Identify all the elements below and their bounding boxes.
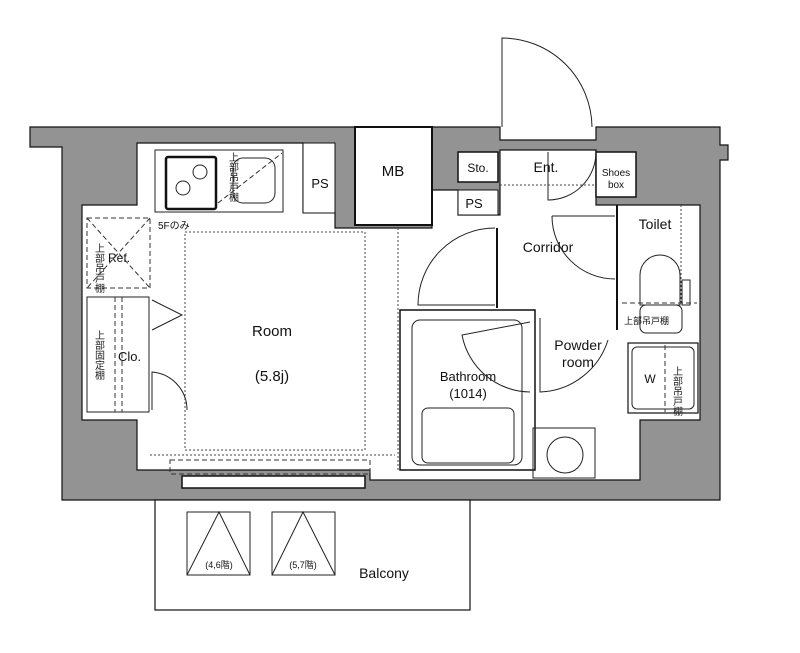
kitchen-cabinet-note: 上部吊戸棚 xyxy=(227,152,239,203)
window-sash[interactable] xyxy=(169,459,371,475)
room-door[interactable] xyxy=(417,227,496,306)
bathroom xyxy=(399,309,536,471)
ps-right-label: PS xyxy=(465,196,483,211)
closet-shelf-note: 上部固定棚 xyxy=(93,330,105,381)
bathroom-door[interactable] xyxy=(461,321,531,393)
fifth-floor-only-note: 5Fのみ xyxy=(158,221,190,232)
corridor-label: Corridor xyxy=(523,239,574,255)
balcony-unit-left-note: (4,6階) xyxy=(205,560,233,570)
closet xyxy=(86,296,150,413)
room-size: (5.8j) xyxy=(255,368,289,385)
room-floor xyxy=(184,231,366,451)
balcony-unit-right-note: (5,7階) xyxy=(289,560,317,570)
toilet-label: Toilet xyxy=(639,216,672,232)
bathroom-size: (1014) xyxy=(449,386,487,401)
bathtub-icon xyxy=(421,407,515,464)
washer-label: W xyxy=(644,372,656,386)
entrance-label: Ent. xyxy=(534,159,559,175)
burner-icon xyxy=(192,164,208,180)
toilet-tank-icon xyxy=(639,304,683,334)
powder-room-label: Powder xyxy=(554,337,602,353)
sink-icon xyxy=(232,157,276,204)
storage xyxy=(457,151,499,183)
powder-room-label: room xyxy=(562,354,594,370)
balcony-label: Balcony xyxy=(359,565,409,581)
closet-label: Clo. xyxy=(118,349,141,364)
shoes-box xyxy=(595,151,637,198)
shoes-box-label: Shoes xyxy=(602,168,630,179)
ref-cabinet-note: 上部吊戸棚 xyxy=(93,243,105,294)
window[interactable] xyxy=(181,475,366,489)
toilet-door[interactable] xyxy=(551,215,616,280)
room-label: Room xyxy=(252,323,292,340)
washer-cabinet-note: 上部吊戸棚 xyxy=(671,366,683,417)
mb-shaft xyxy=(354,126,433,226)
toilet-bowl-icon xyxy=(639,254,681,306)
kitchen-counter xyxy=(154,149,284,213)
stove-icon xyxy=(164,155,218,211)
refrigerator-label: Ref. xyxy=(108,251,130,265)
storage-label: Sto. xyxy=(467,161,488,175)
burner-icon xyxy=(175,180,191,196)
bathtub-area xyxy=(411,319,523,466)
washbasin-counter xyxy=(532,427,596,479)
refrigerator-space xyxy=(86,217,151,289)
shoes-box-label: box xyxy=(608,180,624,191)
ps-left-shaft xyxy=(302,142,336,214)
powder-room-door[interactable] xyxy=(539,318,609,393)
closet-door[interactable] xyxy=(151,299,184,331)
washbasin-icon xyxy=(546,436,584,474)
ps-left-label: PS xyxy=(311,176,329,191)
ps-right-shaft xyxy=(457,189,499,216)
entrance-door[interactable] xyxy=(501,37,593,128)
entrance-inner-door[interactable] xyxy=(547,151,597,201)
washer-space xyxy=(627,342,699,414)
closet-door[interactable] xyxy=(151,371,188,411)
balcony xyxy=(154,499,471,611)
mb-label: MB xyxy=(382,163,405,180)
bathroom-label: Bathroom xyxy=(440,369,496,384)
toilet-cabinet-note: 上部吊戸棚 xyxy=(624,315,669,326)
